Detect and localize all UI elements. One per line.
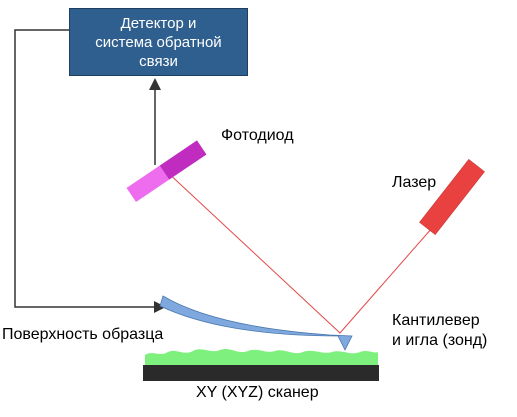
scanner-base <box>143 365 379 381</box>
laser <box>419 158 485 236</box>
cantilever-label-line-1: Кантилевер <box>392 312 480 329</box>
laser-label: Лазер <box>392 174 437 191</box>
feedback-line <box>14 29 166 313</box>
laser-beam <box>164 169 433 334</box>
scanner-label: XY (XYZ) сканер <box>196 384 319 401</box>
sample-surface <box>145 348 378 365</box>
detector-line-1: Детектор и <box>120 14 197 32</box>
detector-line-3: связи <box>139 52 178 70</box>
cantilever <box>159 295 353 351</box>
detector-box: Детектор и система обратной связи <box>69 8 248 76</box>
photodiode-lower-half <box>159 140 207 180</box>
surface-label: Поверхность образца <box>2 326 164 343</box>
photodiode-label: Фотодиод <box>221 127 294 144</box>
cantilever-label: Кантилевер и игла (зонд) <box>392 311 487 351</box>
photodiode-upper-half <box>126 165 170 203</box>
cantilever-label-line-2: и игла (зонд) <box>392 332 488 349</box>
detector-line-2: система обратной <box>95 33 222 51</box>
photodiode <box>126 140 207 203</box>
